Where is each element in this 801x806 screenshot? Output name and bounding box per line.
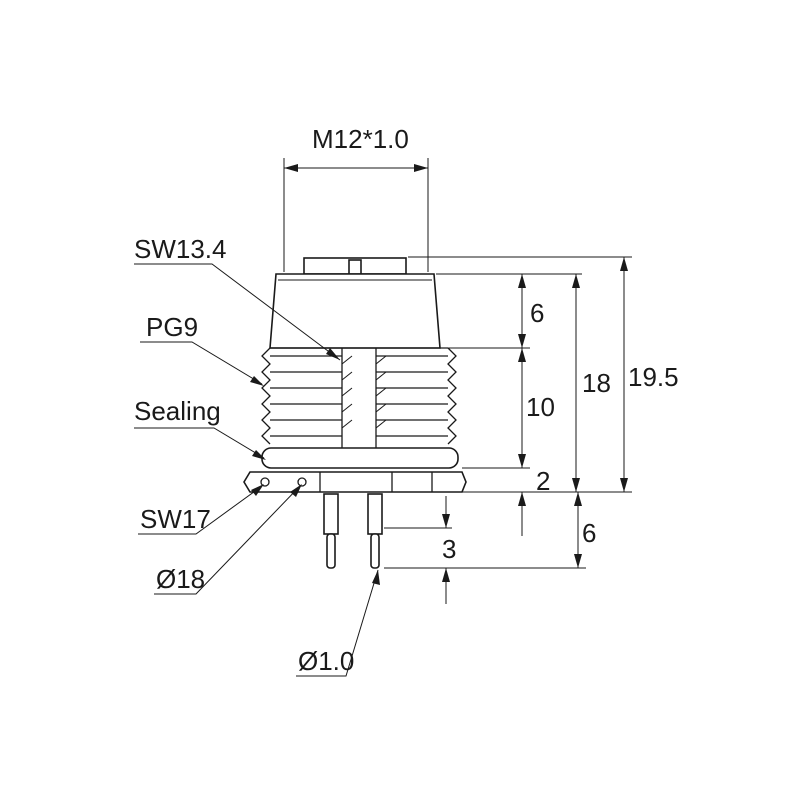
- dim-overall-height: 19.5: [628, 362, 679, 392]
- dim-thread-length: 10: [526, 392, 555, 422]
- label-nut-diameter: Ø18: [156, 564, 205, 594]
- label-pin-diameter: Ø1.0: [298, 646, 354, 676]
- sealing-ring: [261, 447, 459, 469]
- label-panel-thread: PG9: [146, 312, 198, 342]
- hex-nut: [243, 471, 467, 493]
- contact-pins: [323, 493, 383, 569]
- label-sealing: Sealing: [134, 396, 221, 426]
- label-wrench-nut: SW17: [140, 504, 211, 534]
- thread-section: [261, 347, 457, 448]
- dim-pin-length: 6: [582, 518, 596, 548]
- dim-body-height: 18: [582, 368, 611, 398]
- dimension-lines: [283, 158, 632, 604]
- connector-body: [243, 257, 467, 569]
- callout-labels: M12*1.0 SW13.4 PG9 Sealing SW17 Ø18 Ø1.0: [134, 124, 409, 676]
- cap-key: [348, 259, 362, 275]
- dim-pin-offset: 3: [442, 534, 456, 564]
- upper-housing: [269, 273, 441, 349]
- dim-nut-thickness: 2: [536, 466, 550, 496]
- label-thread-size: M12*1.0: [312, 124, 409, 154]
- label-wrench-top: SW13.4: [134, 234, 227, 264]
- dim-top-height: 6: [530, 298, 544, 328]
- dimension-values: 6 10 2 18 19.5 3 6: [442, 298, 679, 564]
- leader-lines: [134, 263, 380, 677]
